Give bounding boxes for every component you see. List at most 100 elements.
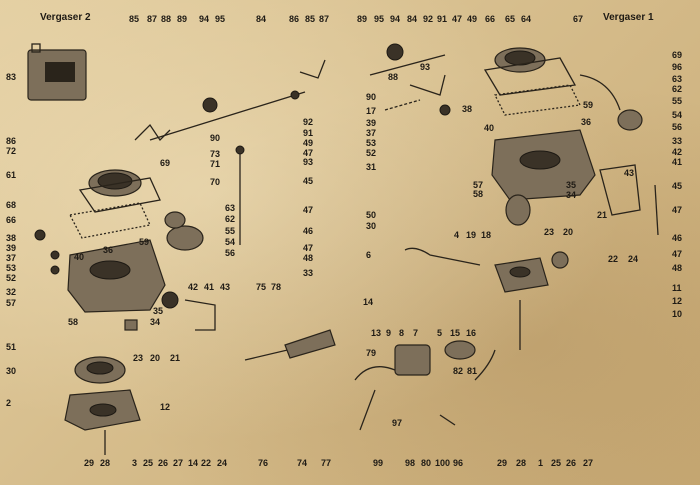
callout-label: 18 [481, 230, 492, 240]
callout-label: 45 [303, 176, 314, 186]
callout-label: 49 [303, 138, 314, 148]
callout-label: 38 [6, 233, 17, 243]
callout-label: 61 [6, 170, 17, 180]
left-carb-body [67, 225, 216, 331]
callout-label: 47 [672, 249, 683, 259]
callout-label: 27 [173, 458, 184, 468]
callout-label: 35 [153, 306, 164, 316]
callout-label: 100 [435, 458, 451, 468]
callout-label: 93 [420, 62, 431, 72]
left-cover-box [27, 43, 87, 101]
callout-label: 63 [225, 203, 236, 213]
callout-label: 74 [297, 458, 308, 468]
callout-label: 77 [321, 458, 332, 468]
callout-label: 42 [188, 282, 199, 292]
callout-label: 57 [6, 298, 17, 308]
callout-label: 51 [6, 342, 17, 352]
callout-label: 66 [6, 215, 17, 225]
callout-label: 84 [407, 14, 418, 24]
callout-label: 12 [672, 296, 683, 306]
callout-label: 48 [672, 263, 683, 273]
callout-label: 92 [423, 14, 434, 24]
callout-label: 33 [303, 268, 314, 278]
callout-label: 47 [303, 243, 314, 253]
callout-label: 96 [453, 458, 464, 468]
callout-label: 52 [6, 273, 17, 283]
callout-label: 33 [672, 136, 683, 146]
callout-label: 19 [466, 230, 477, 240]
callout-label: 98 [405, 458, 416, 468]
callout-label: 24 [217, 458, 228, 468]
callout-label: 86 [6, 136, 17, 146]
callout-label: 28 [516, 458, 527, 468]
callout-label: 26 [158, 458, 169, 468]
callout-label: 40 [484, 123, 495, 133]
callout-label: 72 [6, 146, 17, 156]
callout-label: 54 [225, 237, 236, 247]
callout-label: 32 [6, 287, 17, 297]
callout-label: 28 [100, 458, 111, 468]
callout-label: 22 [201, 458, 212, 468]
callout-label: 13 [371, 328, 382, 338]
callout-label: 84 [256, 14, 267, 24]
callout-label: 56 [672, 122, 683, 132]
callout-label: 43 [220, 282, 231, 292]
callout-label: 26 [566, 458, 577, 468]
callout-label: 21 [170, 353, 181, 363]
callout-label: 41 [204, 282, 215, 292]
callout-label: 57 [473, 180, 484, 190]
callout-label: 2 [6, 398, 12, 408]
callout-label: 58 [68, 317, 79, 327]
callout-label: 58 [473, 189, 484, 199]
callout-label: 41 [672, 157, 683, 167]
callout-label: 7 [413, 328, 419, 338]
callout-label: 34 [566, 190, 577, 200]
callout-label: 89 [357, 14, 368, 24]
callout-label: 53 [366, 138, 377, 148]
callout-label: 73 [210, 149, 221, 159]
callout-label: 36 [103, 245, 114, 255]
callout-label: 8 [399, 328, 405, 338]
callout-label: 89 [177, 14, 188, 24]
callout-label: 67 [573, 14, 584, 24]
callout-label: 83 [6, 72, 17, 82]
callout-label: 14 [363, 297, 374, 307]
callout-label: 86 [289, 14, 300, 24]
callout-label: 53 [6, 263, 17, 273]
callout-label: 47 [452, 14, 463, 24]
right-carb-body [491, 109, 659, 236]
callout-label: 94 [390, 14, 401, 24]
callout-label: 48 [303, 253, 314, 263]
right-linkage [369, 43, 451, 116]
callout-label: 62 [672, 84, 683, 94]
title-vergaser-1: Vergaser 1 [603, 12, 654, 23]
callout-label: 78 [271, 282, 282, 292]
callout-label: 69 [160, 158, 171, 168]
callout-label: 87 [147, 14, 158, 24]
callout-label: 25 [143, 458, 154, 468]
right-carb-top [483, 47, 621, 116]
callout-label: 96 [672, 62, 683, 72]
callout-label: 69 [672, 50, 683, 60]
left-carb-top [69, 169, 161, 239]
callout-label: 20 [150, 353, 161, 363]
callout-label: 20 [563, 227, 574, 237]
callout-label: 75 [256, 282, 267, 292]
callout-label: 54 [672, 110, 683, 120]
callout-label: 56 [225, 248, 236, 258]
callout-label: 39 [6, 243, 17, 253]
callout-label: 47 [303, 148, 314, 158]
callout-label: 42 [672, 147, 683, 157]
callout-label: 4 [454, 230, 460, 240]
callout-label: 27 [583, 458, 594, 468]
left-linkage-rod [134, 59, 326, 142]
callout-label: 90 [366, 92, 377, 102]
callout-label: 88 [161, 14, 172, 24]
callout-label: 52 [366, 148, 377, 158]
callout-label: 23 [133, 353, 144, 363]
callout-label: 92 [303, 117, 314, 127]
left-small-parts [34, 145, 336, 361]
callout-label: 64 [521, 14, 532, 24]
callout-label: 9 [386, 328, 392, 338]
